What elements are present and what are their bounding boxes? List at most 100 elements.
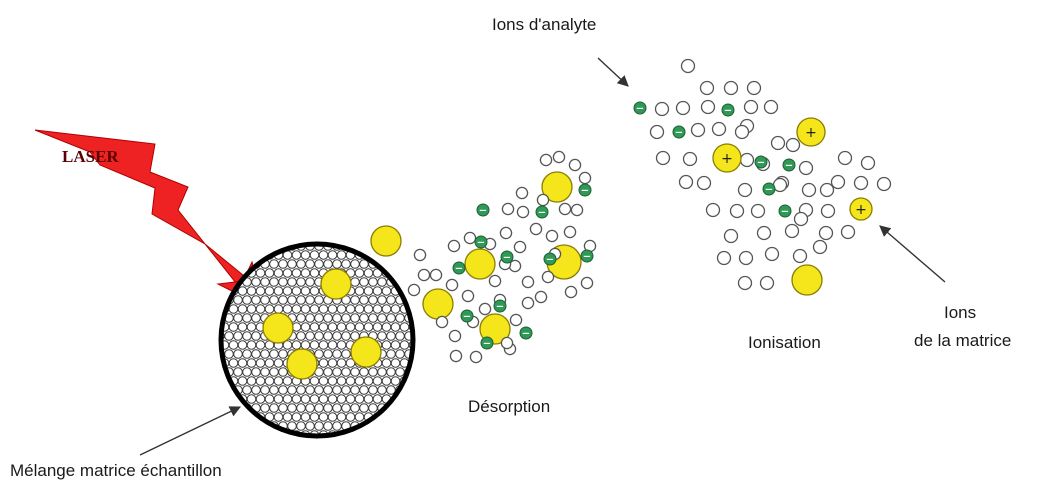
matrix-molecule bbox=[578, 171, 592, 185]
matrix-molecule bbox=[785, 137, 801, 153]
matrix-molecule bbox=[478, 302, 492, 316]
matrix-molecule bbox=[837, 150, 853, 166]
matrix-molecule bbox=[739, 152, 755, 168]
matrix-molecule bbox=[534, 290, 548, 304]
matrix-molecule bbox=[469, 350, 483, 364]
svg-text:−: − bbox=[636, 104, 644, 115]
matrix-molecule bbox=[818, 225, 834, 241]
matrix-molecule bbox=[529, 222, 543, 236]
matrix-molecule bbox=[820, 203, 836, 219]
svg-text:−: − bbox=[765, 185, 773, 196]
svg-text:+: + bbox=[855, 202, 867, 218]
analyte-ion-negative: − bbox=[672, 125, 686, 139]
matrix-molecule bbox=[501, 202, 515, 216]
matrix-molecule bbox=[513, 240, 527, 254]
analyte-ion-negative: − bbox=[452, 261, 466, 275]
svg-text:−: − bbox=[455, 264, 463, 275]
analyte-ion-negative: − bbox=[578, 183, 592, 197]
svg-text:−: − bbox=[675, 128, 683, 139]
matrix-molecule bbox=[705, 202, 721, 218]
analyte-molecule bbox=[791, 264, 823, 296]
svg-text:−: − bbox=[522, 329, 530, 340]
matrix-molecule bbox=[541, 270, 555, 284]
matrix-molecule bbox=[690, 122, 706, 138]
svg-text:+: + bbox=[721, 151, 733, 167]
matrix-molecule bbox=[793, 211, 809, 227]
matrix-molecule bbox=[448, 329, 462, 343]
matrix-ion-positive: + bbox=[796, 117, 826, 147]
matrix-molecule bbox=[545, 229, 559, 243]
analyte-ion-negative: − bbox=[762, 182, 776, 196]
analyte-molecule bbox=[286, 348, 318, 380]
analyte-ion-negative: − bbox=[500, 250, 514, 264]
desorption-cloud: −−−−−−−−−−−− bbox=[370, 150, 597, 364]
matrix-molecule bbox=[876, 176, 892, 192]
matrix-ions-label-line1: Ions bbox=[944, 303, 976, 322]
disk-analyte-molecules bbox=[262, 268, 382, 380]
analyte-molecule bbox=[262, 312, 294, 344]
analyte-ion-negative: − bbox=[721, 103, 735, 117]
sample-mix-label: Mélange matrice échantillon bbox=[10, 461, 222, 480]
matrix-ion-positive: + bbox=[712, 143, 742, 173]
analyte-molecule bbox=[370, 225, 402, 257]
desorption-label: Désorption bbox=[468, 397, 550, 416]
matrix-molecule bbox=[734, 124, 750, 140]
matrix-molecule bbox=[756, 225, 772, 241]
analyte-ion-negative: − bbox=[633, 101, 647, 115]
matrix-molecule bbox=[500, 336, 514, 350]
matrix-molecule bbox=[738, 250, 754, 266]
matrix-molecule bbox=[763, 99, 779, 115]
matrix-molecule bbox=[435, 315, 449, 329]
analyte-molecule bbox=[422, 288, 454, 320]
matrix-molecule bbox=[654, 101, 670, 117]
analyte-ion-negative: − bbox=[460, 309, 474, 323]
matrix-molecule bbox=[515, 186, 529, 200]
matrix-molecule bbox=[649, 124, 665, 140]
analyte-ion-negative: − bbox=[474, 235, 488, 249]
svg-text:−: − bbox=[546, 255, 554, 266]
analyte-ion-negative: − bbox=[580, 249, 594, 263]
matrix-molecule bbox=[675, 100, 691, 116]
matrix-molecule bbox=[678, 174, 694, 190]
matrix-molecule bbox=[488, 274, 502, 288]
matrix-molecule bbox=[568, 158, 582, 172]
matrix-molecule bbox=[860, 155, 876, 171]
matrix-molecule bbox=[570, 203, 584, 217]
svg-text:−: − bbox=[477, 238, 485, 249]
analyte-molecule bbox=[320, 268, 352, 300]
matrix-molecule bbox=[461, 289, 475, 303]
matrix-molecule bbox=[830, 174, 846, 190]
ionisation-cloud: −−−−−−−+++ bbox=[633, 58, 892, 296]
svg-text:−: − bbox=[785, 161, 793, 172]
matrix-molecule bbox=[407, 283, 421, 297]
matrix-molecule bbox=[429, 268, 443, 282]
matrix-molecule bbox=[784, 223, 800, 239]
matrix-ions-arrow bbox=[879, 225, 946, 283]
analyte-molecule bbox=[541, 171, 573, 203]
analyte-molecule bbox=[350, 336, 382, 368]
analyte-ion-negative: − bbox=[543, 252, 557, 266]
matrix-molecule bbox=[499, 226, 513, 240]
svg-text:−: − bbox=[479, 206, 487, 217]
matrix-molecule bbox=[413, 248, 427, 262]
matrix-molecule bbox=[770, 135, 786, 151]
matrix-molecule bbox=[655, 150, 671, 166]
matrix-molecule bbox=[449, 349, 463, 363]
ionisation-label: Ionisation bbox=[748, 333, 821, 352]
matrix-molecule bbox=[447, 239, 461, 253]
analyte-ion-negative: − bbox=[519, 326, 533, 340]
matrix-molecule bbox=[750, 203, 766, 219]
matrix-molecule bbox=[521, 296, 535, 310]
matrix-molecule bbox=[743, 99, 759, 115]
matrix-molecule bbox=[737, 275, 753, 291]
analyte-ion-negative: − bbox=[778, 204, 792, 218]
sample-mix-arrow bbox=[139, 406, 242, 456]
svg-text:−: − bbox=[757, 158, 765, 169]
matrix-molecule bbox=[700, 99, 716, 115]
matrix-molecule bbox=[699, 80, 715, 96]
matrix-molecule bbox=[792, 248, 808, 264]
laser-label: LASER bbox=[62, 147, 119, 166]
matrix-ions-label-line2: de la matrice bbox=[914, 331, 1011, 350]
matrix-molecule bbox=[564, 285, 578, 299]
matrix-molecule bbox=[723, 80, 739, 96]
